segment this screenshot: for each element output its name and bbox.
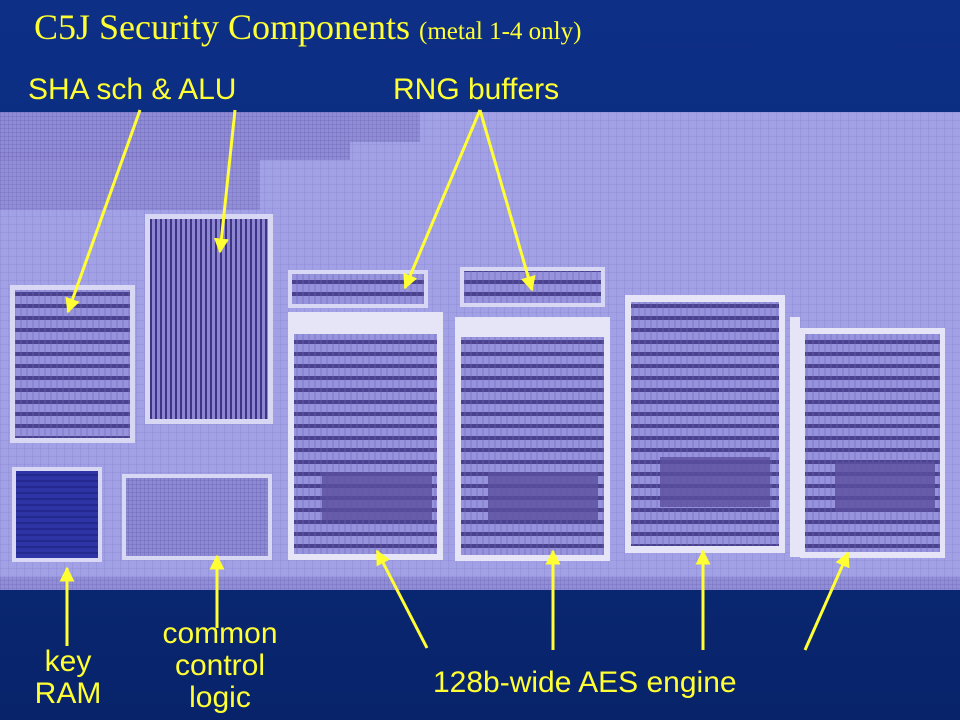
label-common-line1: common <box>162 617 278 650</box>
label-key-ram-line2: RAM <box>34 677 102 710</box>
alu-block <box>145 214 273 424</box>
common-control-logic-block <box>122 474 272 560</box>
label-aes-engine: 128b-wide AES engine <box>433 666 737 699</box>
label-key-ram-line1: key <box>44 645 92 678</box>
label-rng-buffers: RNG buffers <box>393 73 560 106</box>
aes-engine-block-4 <box>800 328 945 558</box>
slide-title: C5J Security Components (metal 1-4 only) <box>34 6 581 48</box>
aes-engine-block-2 <box>455 317 610 561</box>
rng-buffer-block-2 <box>460 267 605 307</box>
label-common-line3: logic <box>189 681 251 714</box>
label-common-line2: control <box>174 649 266 682</box>
aes-engine-block-1 <box>288 312 443 560</box>
rng-buffer-block-1 <box>288 270 428 308</box>
aes-engine-block-3 <box>625 295 785 553</box>
sha-block <box>10 285 135 443</box>
label-key-ram: key RAM <box>18 646 118 710</box>
label-sha-alu: SHA sch & ALU <box>28 73 237 106</box>
title-main: C5J Security Components <box>34 7 410 47</box>
key-ram-block <box>12 467 102 562</box>
title-subtitle: (metal 1-4 only) <box>419 18 582 45</box>
label-common-control-logic: common control logic <box>140 618 300 714</box>
chip-die-image <box>0 112 960 590</box>
